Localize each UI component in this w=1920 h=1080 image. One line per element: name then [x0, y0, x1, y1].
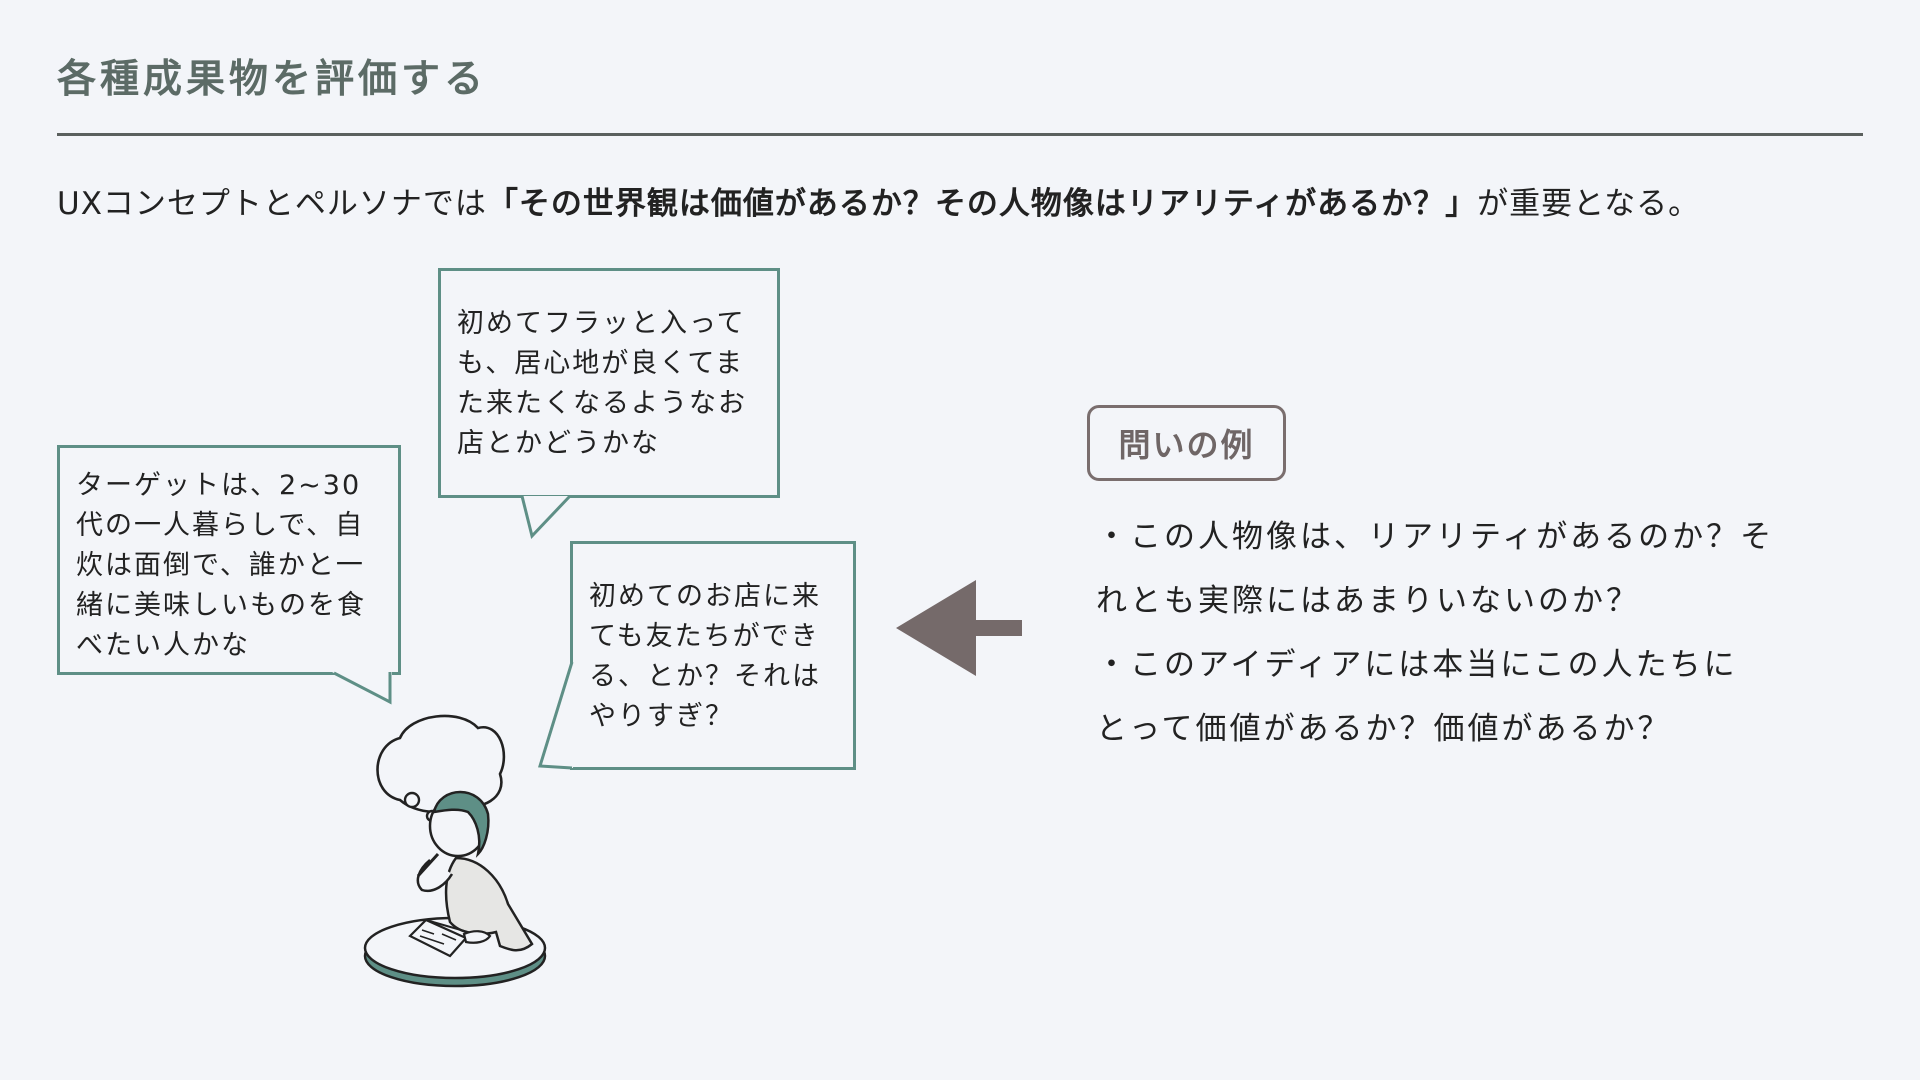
speech-bubble-target: ターゲットは、2~30 代の一人暮らしで、自 炊は面倒で、誰かと一 緒に美味しい…	[57, 445, 401, 675]
bubble-line: 緒に美味しいものを食	[76, 590, 366, 621]
question-line: れとも実際にはあまりいないのか？	[1096, 583, 1640, 619]
bubble-line: も、居心地が良くてま	[457, 348, 745, 379]
person-thinking-illustration	[363, 714, 547, 988]
lead-prefix: UXコンセプトとペルソナでは	[57, 186, 487, 222]
bubble-line: べたい人かな	[76, 630, 250, 661]
speech-bubble-idea: 初めてのお店に来 ても友たちができ る、とか？それは やりすぎ？	[570, 541, 856, 770]
bubble-line: 代の一人暮らしで、自	[76, 510, 365, 541]
lead-emphasis: 「その世界観は価値があるか？その人物像はリアリティがあるか？」	[486, 186, 1478, 222]
question-examples-label: 問いの例	[1087, 405, 1286, 481]
question-line: とって価値があるか？価値があるか？	[1096, 711, 1672, 747]
bubble-line: 店とかどうかな	[457, 428, 660, 459]
left-arrow-icon	[896, 580, 1022, 676]
page-title: 各種成果物を評価する	[57, 57, 488, 102]
bubble-line: ターゲットは、2~30	[76, 470, 362, 501]
lead-suffix: が重要となる。	[1477, 186, 1701, 222]
lead-text: UXコンセプトとペルソナでは「その世界観は価値があるか？その人物像はリアリティが…	[57, 178, 1887, 223]
title-divider	[57, 133, 1863, 136]
bubble-line: 初めてのお店に来	[589, 581, 821, 612]
speech-bubble-concept: 初めてフラッと入って も、居心地が良くてま た来たくなるようなお 店とかどうかな	[438, 268, 780, 498]
speech-bubble-tail	[520, 494, 572, 540]
question-examples-list: ・この人物像は、リアリティがあるのか？そ れとも実際にはあまりいないのか？ ・こ…	[1096, 505, 1876, 761]
speech-bubble-tail	[538, 661, 574, 770]
speech-bubble-tail	[332, 671, 392, 705]
bubble-line: ても友たちができ	[589, 621, 820, 652]
bubble-line: た来たくなるようなお	[457, 388, 747, 419]
bubble-line: る、とか？それは	[589, 661, 821, 692]
question-line: ・この人物像は、リアリティがあるのか？そ	[1096, 519, 1775, 555]
bubble-line: やりすぎ？	[589, 701, 734, 732]
bubble-line: 初めてフラッと入って	[457, 308, 746, 339]
bubble-line: 炊は面倒で、誰かと一	[76, 550, 365, 581]
question-line: ・このアイディアには本当にこの人たちに	[1096, 647, 1738, 683]
